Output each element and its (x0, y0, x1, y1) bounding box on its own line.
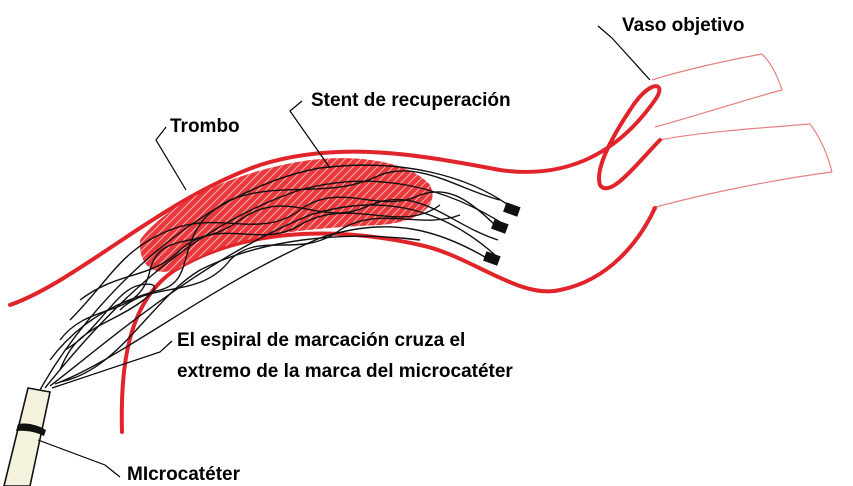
microcatheter-body (4, 388, 50, 486)
target-vessel-branches (652, 54, 832, 208)
marker-tip-3 (484, 252, 500, 265)
upper-branch-bottom (655, 90, 782, 127)
lower-branch-bottom (652, 172, 832, 208)
marker-tip-1 (504, 203, 520, 216)
label-retrieval-stent: Stent de recuperación (311, 90, 511, 111)
stent-retriever-mesh (40, 165, 515, 390)
marker-tip-2 (492, 220, 508, 233)
microcatheter (4, 388, 50, 486)
leader-microcatheter (38, 440, 120, 477)
thrombus-clot (140, 158, 433, 272)
label-marker-note-line1: El espiral de marcación cruza el (177, 330, 465, 351)
upper-branch-end (762, 54, 782, 90)
lower-branch-top (660, 124, 810, 140)
label-thrombus: Trombo (170, 116, 240, 137)
stent-marker-tips (484, 203, 520, 265)
upper-branch-top (652, 54, 762, 80)
leader-marker-note (52, 341, 172, 388)
lower-branch-end (810, 124, 832, 172)
label-target-vessel: Vaso objetivo (622, 15, 744, 36)
label-microcatheter: MIcrocatéter (127, 464, 241, 485)
label-marker-note-line2: extremo de la marca del microcatéter (177, 361, 513, 382)
